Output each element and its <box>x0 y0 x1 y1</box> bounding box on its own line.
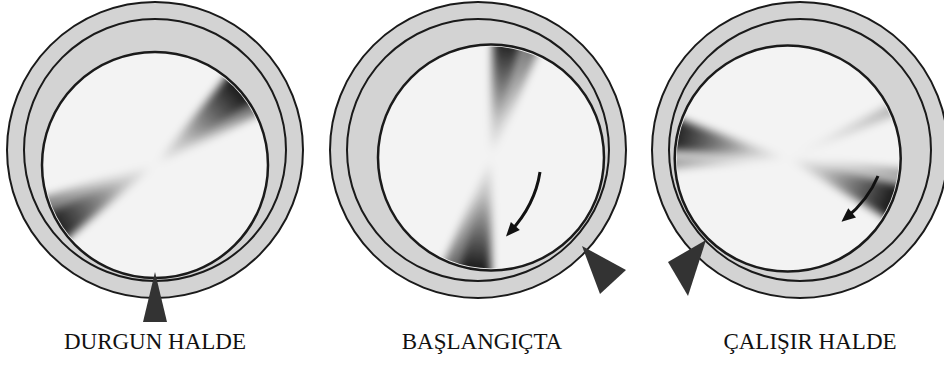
stress-streak <box>665 156 788 169</box>
contact-pointer <box>668 240 706 296</box>
bearing-housing <box>7 2 303 298</box>
bearing-housing <box>330 2 626 298</box>
rotation-arrow <box>510 172 540 232</box>
stress-streak <box>788 101 902 159</box>
stress-streak <box>155 96 266 165</box>
stress-streak <box>441 158 491 276</box>
stress-streaks <box>665 101 911 222</box>
state-label: ÇALIŞIR HALDE <box>723 328 896 356</box>
stress-streak <box>665 117 788 159</box>
rotation-arrowhead <box>506 222 520 236</box>
contact-pointer <box>582 246 626 294</box>
stress-streak <box>788 159 911 182</box>
state-label: BAŞLANGIÇTA <box>402 328 562 356</box>
stress-pattern <box>37 69 266 244</box>
stress-pattern <box>441 35 541 281</box>
stress-streak <box>457 158 491 281</box>
bearing-bore <box>347 19 609 281</box>
bearing-bore <box>24 19 286 281</box>
stress-streak <box>37 165 155 215</box>
contact-pointer <box>143 272 167 322</box>
bearing-figure <box>652 2 944 298</box>
bearing-figure <box>7 2 303 322</box>
stress-streaks <box>441 35 541 281</box>
bearing-housing <box>652 2 944 298</box>
state-label: DURGUN HALDE <box>64 328 246 356</box>
rotation-arrowhead <box>841 208 856 222</box>
bearing-figure <box>330 2 626 298</box>
stress-pattern <box>665 101 911 222</box>
stress-streaks <box>37 69 266 244</box>
stress-streak <box>491 39 541 157</box>
